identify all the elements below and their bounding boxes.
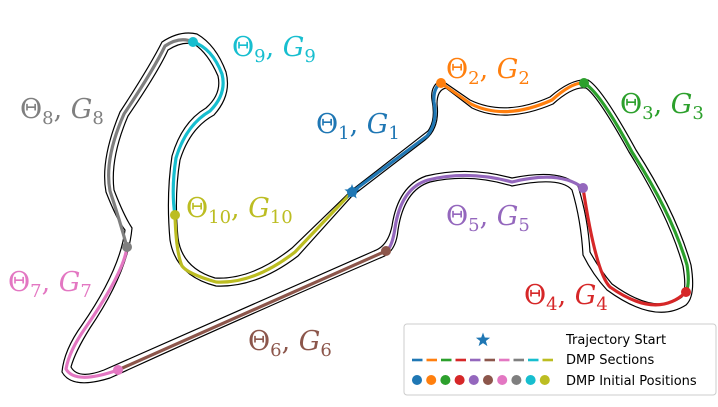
dmp-section-10 <box>173 190 354 284</box>
dmp-section-5 <box>384 173 585 253</box>
legend-position-dot-7 <box>497 375 508 385</box>
dmp-section-8 <box>107 38 195 249</box>
dmp-initial-position-10 <box>170 210 180 220</box>
legend-position-dot-1 <box>412 375 422 385</box>
section-label-4: Θ4, G4 <box>524 280 608 315</box>
dmp-section-2 <box>439 81 586 114</box>
legend-position-dot-8 <box>511 375 522 385</box>
legend-position-dot-2 <box>426 375 437 385</box>
dmp-initial-position-2 <box>436 78 446 88</box>
dmp-initial-position-3 <box>579 78 589 88</box>
dmp-section-9 <box>171 40 225 217</box>
dmp-initial-position-7 <box>113 365 123 375</box>
section-label-1: Θ1, G1 <box>316 109 400 144</box>
legend-sections-label: DMP Sections <box>566 353 654 368</box>
dmp-section-3 <box>582 81 690 294</box>
section-label-6: Θ6, G6 <box>248 326 332 361</box>
track-outer-boundary <box>61 32 694 384</box>
dmp-initial-position-9 <box>188 37 198 47</box>
section-label-5: Θ5, G5 <box>446 201 530 236</box>
track-inner-boundary <box>70 42 686 375</box>
section-label-3: Θ3, G3 <box>620 89 704 124</box>
dmp-initial-position-4 <box>681 287 691 297</box>
dmp-section-6 <box>116 249 388 372</box>
legend-position-dot-6 <box>483 375 493 385</box>
legend-start-marker <box>475 332 491 347</box>
legend-start-label: Trajectory Start <box>565 333 666 348</box>
legend-position-dot-5 <box>468 375 479 385</box>
dmp-section-4 <box>581 186 688 307</box>
section-label-10: Θ10, G10 <box>186 193 293 228</box>
dmp-initial-position-8 <box>122 242 132 252</box>
section-label-7: Θ7, G7 <box>8 267 92 302</box>
dmp-initial-position-5 <box>578 183 588 193</box>
legend-position-dot-9 <box>525 375 536 385</box>
section-label-8: Θ8, G8 <box>20 94 104 129</box>
legend-positions-label: DMP Initial Positions <box>566 374 697 389</box>
trajectory-start-marker <box>344 184 360 199</box>
dmp-section-7 <box>64 245 129 379</box>
section-label-9: Θ9, G9 <box>232 32 316 67</box>
section-label-2: Θ2, G2 <box>446 54 530 89</box>
legend-position-dot-10 <box>539 375 550 385</box>
legend-position-dot-4 <box>454 375 465 385</box>
legend-position-dot-3 <box>440 375 451 385</box>
dmp-section-1 <box>350 81 443 194</box>
dmp-initial-position-6 <box>381 246 391 256</box>
